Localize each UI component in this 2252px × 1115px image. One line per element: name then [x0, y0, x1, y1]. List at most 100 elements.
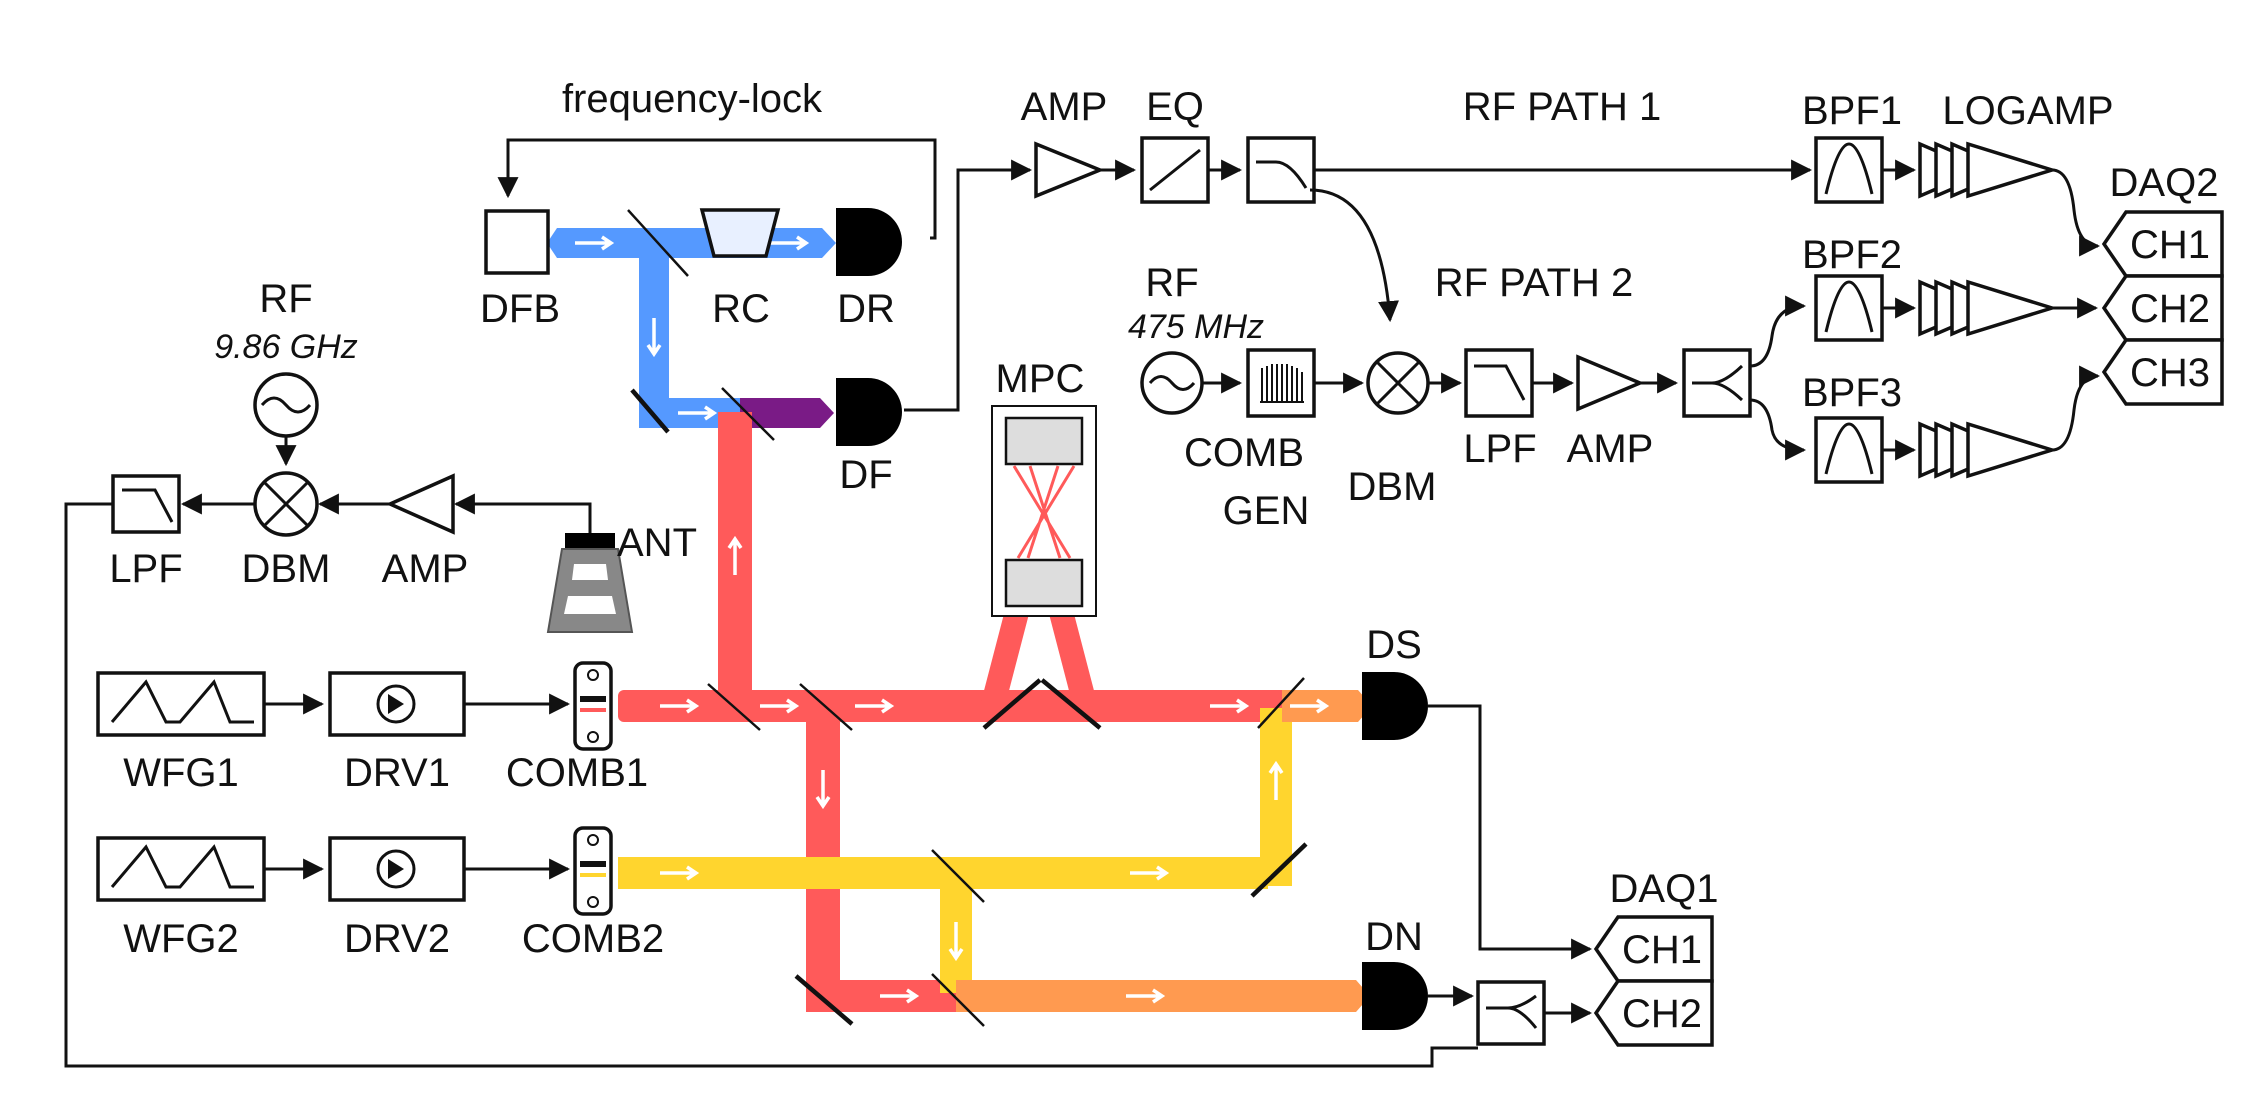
dr-label: DR — [837, 287, 895, 331]
frequency-lock-loop: frequency-lock DFB RC DR DF — [480, 77, 937, 497]
beam-splitter-df — [721, 387, 775, 441]
sine-wave-icon — [260, 396, 312, 414]
multipass-cell: MPC — [991, 357, 1097, 617]
df-label: DF — [839, 453, 892, 497]
sawtooth-icon — [110, 679, 254, 724]
beam-splitter-ds — [1257, 677, 1305, 729]
rf-left-frequency: 9.86 GHz — [214, 328, 358, 366]
driver-icon — [376, 849, 416, 889]
mirror-mpc-in — [982, 678, 1042, 730]
comb1-label: COMB1 — [506, 751, 648, 795]
daq2-ch3-port — [2101, 338, 2224, 406]
rf-path-2-label: RF PATH 2 — [1435, 261, 1634, 305]
red-beam-down — [806, 703, 840, 995]
rf-left-label: RF — [259, 277, 312, 321]
logamp-1 — [1918, 141, 2058, 199]
splitter-icon — [1486, 994, 1538, 1029]
bpf2-label: BPF2 — [1802, 233, 1902, 277]
bpf3-label: BPF3 — [1802, 371, 1902, 415]
frequency-lock-wire — [497, 138, 937, 240]
daq2-label: DAQ2 — [2110, 161, 2219, 205]
red-beam-mpc-in — [980, 610, 1030, 706]
splitter-dn — [1476, 980, 1546, 1046]
mirror-yellow-corner — [1250, 842, 1308, 898]
red-beam-mpc-out — [1048, 610, 1098, 706]
ds-label: DS — [1366, 623, 1422, 667]
mixer-cross-icon — [1375, 360, 1421, 406]
rf-path-2: RF 475 MHz COMB GEN DBM RF PATH 2 LPF AM… — [1128, 233, 2101, 533]
daq1-ch1-label: CH1 — [1622, 928, 1702, 972]
optical-beams — [547, 209, 1372, 1027]
daq2-ch3-label: CH3 — [2130, 351, 2210, 395]
mpc-mirror-bottom — [1004, 558, 1084, 608]
rf-mid-label: RF — [1145, 261, 1198, 305]
daq1-label: DAQ1 — [1610, 867, 1719, 911]
lowpass-filter-left — [111, 474, 181, 534]
wfg2-label: WFG2 — [123, 917, 239, 961]
wfg2-box — [96, 836, 266, 902]
comb-drivers: WFG1 DRV1 COMB1 WFG2 DRV2 COMB2 — [96, 661, 664, 961]
reference-cavity — [699, 208, 781, 258]
blue-beam-tip — [822, 228, 836, 258]
blue-beam-tail — [547, 228, 557, 258]
comb1-chip — [573, 661, 613, 751]
amplifier-left — [385, 473, 455, 535]
amp-mid-label: AMP — [1567, 427, 1654, 471]
daq1: CH1 CH2 — [1593, 915, 1714, 1047]
signal-detectors: DS DN DAQ1 CH1 CH2 — [1362, 623, 1719, 1047]
beam-splitter-yellow — [931, 849, 985, 903]
daq1-ch2-port — [1593, 979, 1714, 1047]
mirror-blue-corner — [630, 388, 670, 434]
amp-top-label: AMP — [1021, 85, 1108, 129]
driver-icon — [376, 684, 416, 724]
daq2-ch1-label: CH1 — [2130, 223, 2210, 267]
logamp-label: LOGAMP — [1942, 89, 2113, 133]
rc-label: RC — [712, 287, 770, 331]
beam-splitter-dn — [931, 973, 985, 1027]
beam-splitter-red-2 — [799, 683, 853, 731]
logamp-3 — [1918, 421, 2058, 479]
rf-mid-frequency: 475 MHz — [1128, 308, 1264, 346]
frequency-lock-label: frequency-lock — [562, 77, 823, 121]
bandpass-icon — [1824, 280, 1874, 333]
dn-label: DN — [1365, 915, 1423, 959]
drv2-label: DRV2 — [344, 917, 450, 961]
eq-label: EQ — [1146, 85, 1204, 129]
comb-gen-label-1: COMB — [1184, 431, 1304, 475]
ant-label: ANT — [617, 521, 697, 565]
dn-detector-icon — [1362, 962, 1428, 1030]
daq2-ch2-label: CH2 — [2130, 287, 2210, 331]
lowpass-filter-mid — [1464, 348, 1534, 418]
comb2-chip — [573, 826, 613, 916]
beam-splitter-dfb — [627, 209, 689, 277]
coupler-top — [1246, 136, 1316, 204]
rf-path-1: AMP EQ RF PATH 1 BPF1 LOGAMP — [904, 85, 2114, 412]
purple-beam — [740, 398, 820, 428]
bpf1-label: BPF1 — [1802, 89, 1902, 133]
lpf-mid-label: LPF — [1463, 427, 1536, 471]
comb2-label: COMB2 — [522, 917, 664, 961]
amplifier-mid — [1576, 354, 1645, 412]
beam-direction-arrows — [575, 235, 1330, 1004]
drv1-label: DRV1 — [344, 751, 450, 795]
wfg1-box — [96, 671, 266, 737]
coupler-icon — [1256, 160, 1308, 189]
wfg1-label: WFG1 — [123, 751, 239, 795]
amp-left-label: AMP — [382, 547, 469, 591]
mirror-mpc-out — [1040, 678, 1102, 730]
equalizer-slope-icon — [1149, 148, 1201, 192]
mpc-beam-pattern — [1012, 465, 1076, 559]
comb-gen-label-2: GEN — [1223, 489, 1310, 533]
daq2: DAQ2 CH1 CH2 CH3 — [2101, 161, 2224, 406]
logamp-2 — [1918, 279, 2058, 337]
rf-path-1-label: RF PATH 1 — [1463, 85, 1662, 129]
purple-beam-tip — [820, 398, 834, 428]
lowpass-icon — [122, 488, 174, 523]
bandpass-icon — [1824, 142, 1874, 195]
beam-splitter-red-1 — [707, 683, 761, 731]
mirrors — [627, 209, 1308, 1027]
comb-generator-icon — [1260, 364, 1304, 403]
drv2-box — [328, 836, 466, 902]
lowpass-icon — [1474, 364, 1526, 401]
